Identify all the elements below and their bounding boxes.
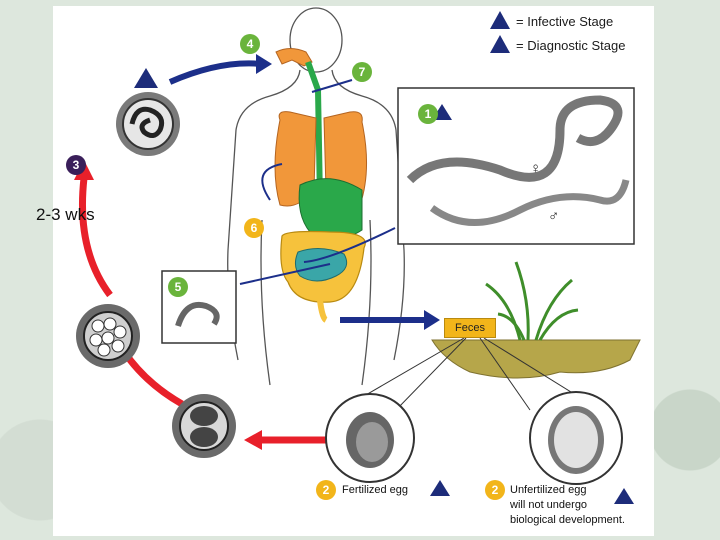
unfertilized-egg-caption-line2: will not undergo [510,499,588,511]
blue-arrowheads [256,54,440,330]
duration-annotation: 2-3 wks [36,205,95,224]
step-2-unfertilized-label: 2 [485,480,505,500]
unfertilized-egg [529,391,623,485]
legend-infective-row: = Infective Stage [492,10,652,34]
male-symbol: ♂ [548,208,560,225]
fertilized-egg [325,393,415,483]
diagnostic-stage-icon [492,36,512,56]
step-7-label: 7 [352,62,372,82]
female-symbol: ♀ [530,160,542,177]
unfertilized-egg-caption-line1: Unfertilized egg [510,484,587,496]
legend-diagnostic-label: = Diagnostic Stage [516,38,626,53]
step-1-label: 1 [418,104,438,124]
step-3-label: 3 [66,155,86,175]
feces-label: Feces [444,318,496,338]
legend: = Infective Stage = Diagnostic Stage [492,10,652,58]
legend-triangle-icons [490,11,510,53]
thin-blue-lines [239,79,396,285]
egg-two-cell [172,394,236,458]
blue-arrows [168,60,424,323]
egg-multicell [76,304,140,368]
infective-egg [116,92,180,156]
step-4-label: 4 [240,34,260,54]
step-2-fertilized-label: 2 [316,480,336,500]
step-6-label: 6 [244,218,264,238]
fertilized-egg-caption: Fertilized egg [342,484,409,496]
step-5-label: 5 [168,277,188,297]
infective-stage-icon [134,68,158,88]
legend-diagnostic-row: = Diagnostic Stage [492,34,652,58]
legend-infective-label: = Infective Stage [516,14,614,29]
soil-and-plant [431,261,641,379]
infective-stage-icon [492,12,512,32]
unfertilized-egg-caption-line3: biological development. [510,514,625,526]
